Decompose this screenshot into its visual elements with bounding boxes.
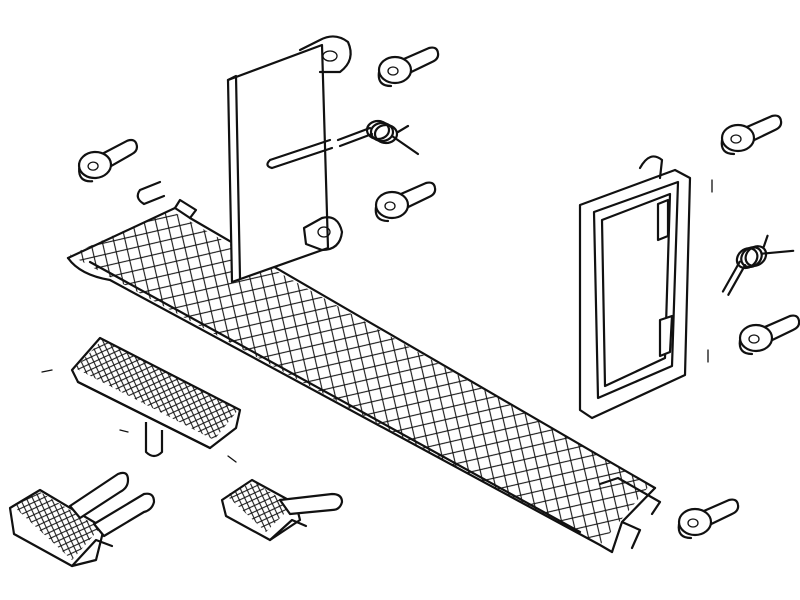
bracket-right-rod xyxy=(278,492,344,516)
bracket-right-outline xyxy=(220,478,302,542)
hinge-bottom-hole xyxy=(317,226,331,238)
bracket-left-mesh xyxy=(12,492,100,560)
tread-tab xyxy=(173,198,198,220)
bracket-left-rod-a xyxy=(68,471,130,520)
hinge-bolt-1 xyxy=(377,46,440,88)
door-left-rod xyxy=(266,138,334,170)
bracket-left-lip xyxy=(70,538,114,568)
step-post xyxy=(144,422,164,458)
bracket-right-mesh xyxy=(226,482,292,532)
door-right-frame xyxy=(592,180,680,400)
hinge-bolt-2 xyxy=(76,138,141,184)
door-left-hinge-top xyxy=(298,35,352,74)
hinge-bolt-6 xyxy=(677,498,740,540)
tread-inner-edge xyxy=(88,260,582,534)
hinge-bolt-4 xyxy=(720,114,783,156)
step-bracket-left xyxy=(8,471,156,568)
hinged-door-right xyxy=(578,155,713,420)
hinged-door-left xyxy=(226,35,352,284)
step-axis-marks xyxy=(41,369,237,463)
door-right-hinge-a xyxy=(656,198,670,242)
tread-pin xyxy=(136,180,166,206)
door-left-hinge-bottom xyxy=(302,216,344,252)
torsion-spring-2 xyxy=(709,224,795,304)
door-right-hinge-top xyxy=(638,155,664,180)
door-left-edge xyxy=(226,74,242,280)
step-front-edge xyxy=(76,380,212,450)
step-plate xyxy=(41,336,242,463)
door-left-panel xyxy=(226,43,330,284)
tread-edge-bottom xyxy=(66,256,614,554)
bracket-left-rod-b xyxy=(92,492,156,538)
step-mesh xyxy=(75,340,238,440)
tread-end-tab xyxy=(598,476,662,516)
tread-edge-top xyxy=(66,206,657,490)
tread-mesh xyxy=(70,210,650,545)
tread-plate xyxy=(66,180,662,554)
door-right-axis-marks xyxy=(707,179,713,363)
bracket-left-outline xyxy=(8,488,106,568)
hinge-bolt-3 xyxy=(374,181,437,223)
hinge-top-hole xyxy=(322,50,338,62)
door-right-hinge-b xyxy=(658,314,674,358)
door-right-inner-frame xyxy=(600,192,672,388)
tread-end-bracket xyxy=(610,486,657,554)
torsion-spring-1 xyxy=(336,119,420,156)
hinge-bolt-5 xyxy=(738,314,800,356)
step-bracket-right xyxy=(220,478,344,542)
bracket-right-lip xyxy=(268,518,308,542)
